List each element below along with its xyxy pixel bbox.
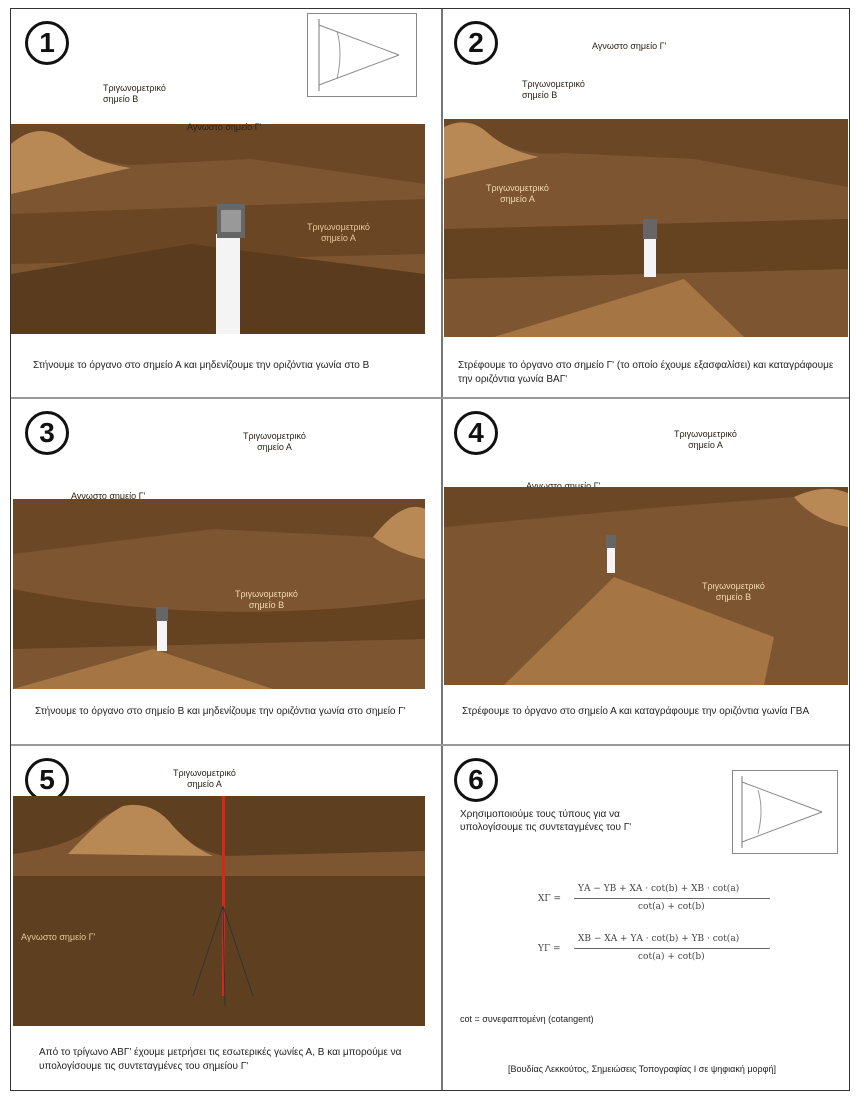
column-divider bbox=[441, 9, 443, 1090]
landscape-scene-1 bbox=[11, 124, 425, 334]
label-unknown-g: Αγνωστο σημείο Γ' bbox=[187, 122, 262, 132]
cot-note: cot = συνεφαπτομένη (cotangent) bbox=[460, 1014, 594, 1024]
label-unknown-g: Αγνωστο σημείο Γ' bbox=[526, 481, 601, 491]
landscape-scene-4 bbox=[444, 487, 848, 685]
step-number-5: 5 bbox=[25, 758, 69, 802]
caption-2: Στρέφουμε το όργανο στο σημείο Γ' (το οπ… bbox=[458, 360, 834, 385]
source-citation: [Βουδίας Λεκκούτος, Σημειώσεις Τοπογραφί… bbox=[508, 1064, 776, 1074]
triangle-sketch bbox=[732, 770, 838, 854]
step-number-3: 3 bbox=[25, 411, 69, 455]
caption-5: Από το τρίγωνο ΑΒΓ' έχουμε μετρήσει τις … bbox=[39, 1047, 402, 1072]
landscape-scene-3 bbox=[13, 499, 425, 689]
caption-4: Στρέφουμε το όργανο στο σημείο Α και κατ… bbox=[462, 706, 810, 717]
step-number-2: 2 bbox=[454, 21, 498, 65]
row-divider-2 bbox=[11, 744, 849, 746]
step-number-6: 6 bbox=[454, 758, 498, 802]
label-unknown-g: Αγνωστο σημείο Γ' bbox=[71, 491, 146, 501]
triangle-sketch bbox=[307, 13, 417, 97]
caption-3: Στήνουμε το όργανο στο σημείο Β και μηδε… bbox=[35, 706, 406, 717]
label-unknown-g: Αγνωστο σημείο Γ' bbox=[21, 932, 96, 942]
row-divider-1 bbox=[11, 397, 849, 399]
landscape-scene-2 bbox=[444, 119, 848, 337]
label-unknown-g: Αγνωστο σημείο Γ' bbox=[592, 41, 667, 51]
step-number-4: 4 bbox=[454, 411, 498, 455]
caption-1: Στήνουμε το όργανο στο σημείο Α και μηδε… bbox=[33, 360, 370, 371]
step-number-1: 1 bbox=[25, 21, 69, 65]
landscape-scene-5 bbox=[13, 796, 425, 1026]
